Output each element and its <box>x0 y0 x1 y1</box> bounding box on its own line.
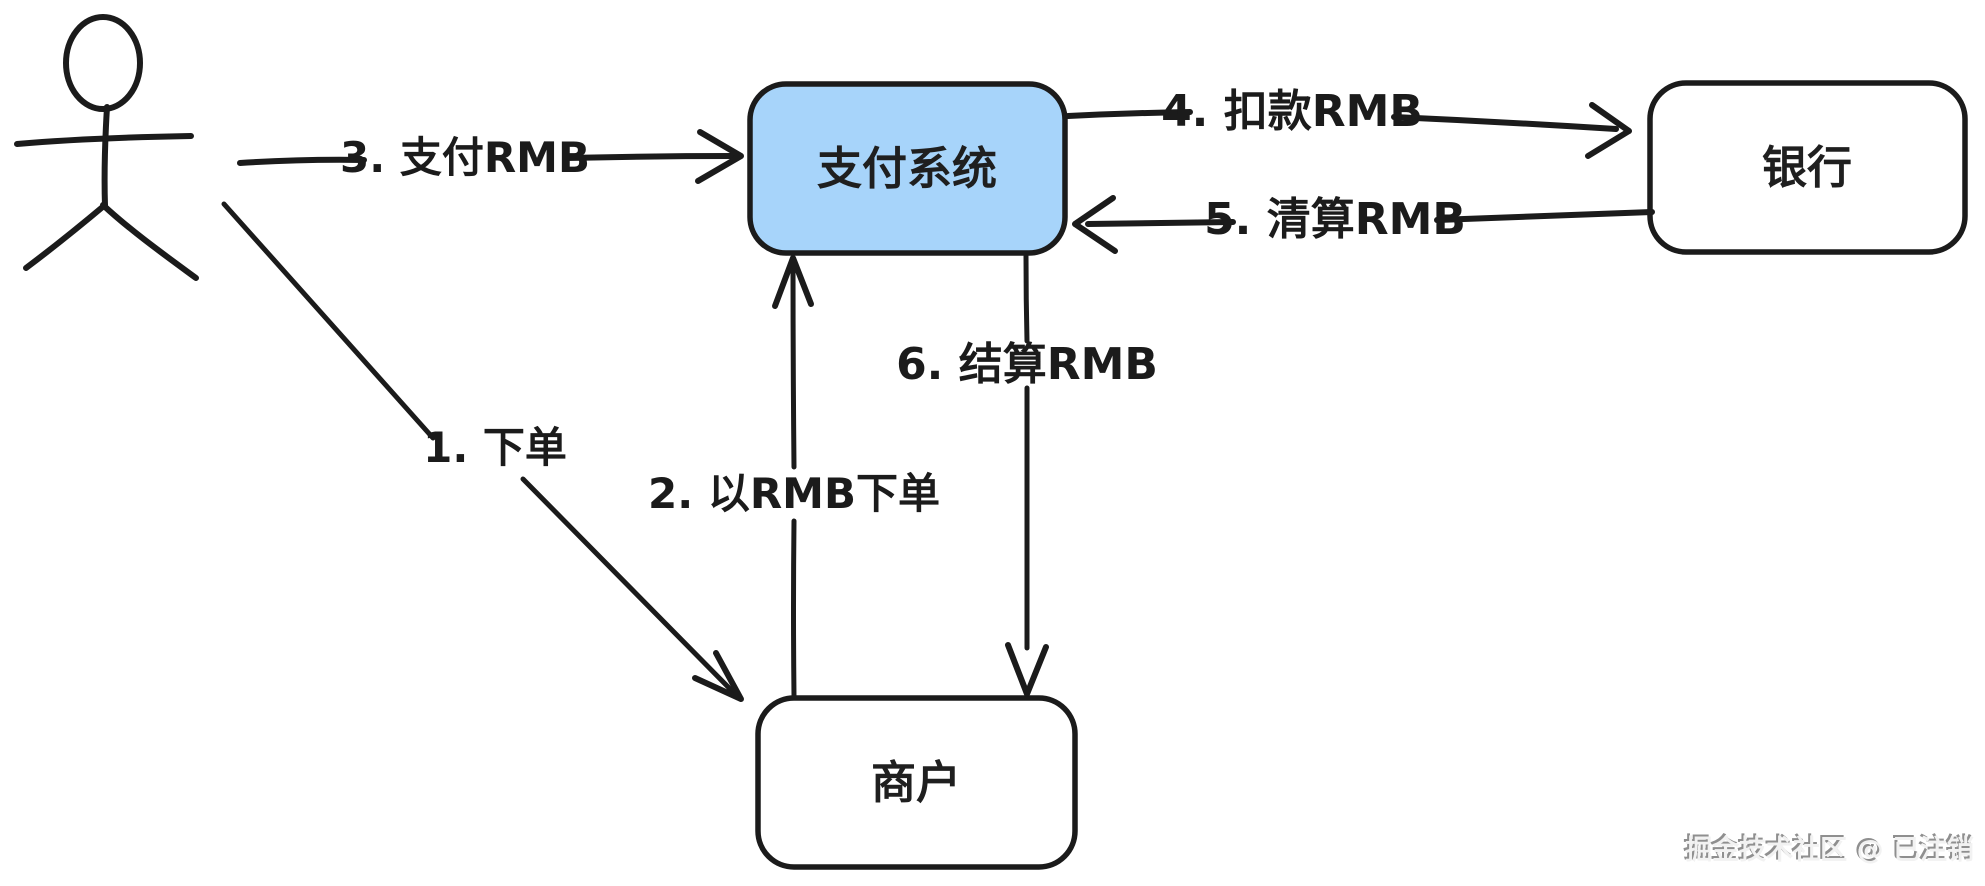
edge-5-line-left <box>1085 219 1236 227</box>
edge-4-label: 4. 扣款RMB <box>1161 86 1423 137</box>
stick-figure-head-icon <box>63 14 143 112</box>
watermark-text: 掘金技术社区 @ 已注销 <box>1685 834 1974 866</box>
edge-2-arrowhead-up-icon <box>772 255 814 309</box>
stick-figure-left-leg-icon <box>23 202 108 271</box>
edge-2-label: 2. 以RMB下单 <box>648 469 940 518</box>
payment-system-box <box>747 81 1068 256</box>
edge-3-pay-rmb: 3. 支付RMB <box>237 129 744 184</box>
edge-1-line-upper <box>221 201 436 441</box>
stick-figure-arms-icon <box>14 133 194 147</box>
merchant-box <box>755 695 1078 870</box>
edge-4-debit-rmb: 4. 扣款RMB <box>1065 86 1632 159</box>
edge-1-line-lower <box>520 476 740 699</box>
edge-5-label: 5. 清算RMB <box>1204 194 1466 245</box>
edge-4-arrowhead-right-icon <box>1585 102 1632 159</box>
edge-3-line-left <box>237 156 367 166</box>
edge-6-label: 6. 结算RMB <box>896 339 1158 390</box>
edge-1-label: 1. 下单 <box>423 423 567 472</box>
payment-system-label: 支付系统 <box>817 142 997 195</box>
user-actor-figure <box>14 14 199 281</box>
edge-4-line-left <box>1065 109 1193 119</box>
node-merchant: 商户 <box>755 695 1078 870</box>
edge-2-order-with-rmb: 2. 以RMB下单 <box>648 255 940 699</box>
edge-3-line-right <box>563 153 739 161</box>
edge-3-label: 3. 支付RMB <box>340 133 590 182</box>
edge-6-settle-rmb: 6. 结算RMB <box>896 253 1158 697</box>
merchant-label: 商户 <box>871 756 961 809</box>
edge-2-line-lower <box>791 518 797 699</box>
watermark-shadow-text: 掘金技术社区 @ 已注销 <box>1683 832 1972 864</box>
edge-2-line-upper <box>790 258 797 470</box>
bank-label: 银行 <box>1762 141 1852 194</box>
edge-3-arrowhead-right-icon <box>695 129 744 184</box>
edge-5-clearing-rmb: 5. 清算RMB <box>1072 194 1655 254</box>
edge-1-place-order: 1. 下单 <box>221 201 744 702</box>
node-bank: 银行 <box>1647 80 1968 255</box>
edge-6-line-upper <box>1023 253 1030 344</box>
edge-5-arrowhead-left-icon <box>1072 195 1118 254</box>
watermark: 掘金技术社区 @ 已注销 掘金技术社区 @ 已注销 <box>1683 832 1974 866</box>
edge-5-line-right <box>1434 209 1655 223</box>
edge-4-line-right <box>1391 114 1619 132</box>
node-payment-system: 支付系统 <box>747 81 1068 256</box>
edge-6-arrowhead-down-icon <box>1005 642 1049 697</box>
stick-figure-body-icon <box>101 104 110 209</box>
bank-box <box>1647 80 1968 255</box>
edge-1-arrowhead-down-icon <box>692 650 744 702</box>
stick-figure-right-leg-icon <box>100 202 199 281</box>
